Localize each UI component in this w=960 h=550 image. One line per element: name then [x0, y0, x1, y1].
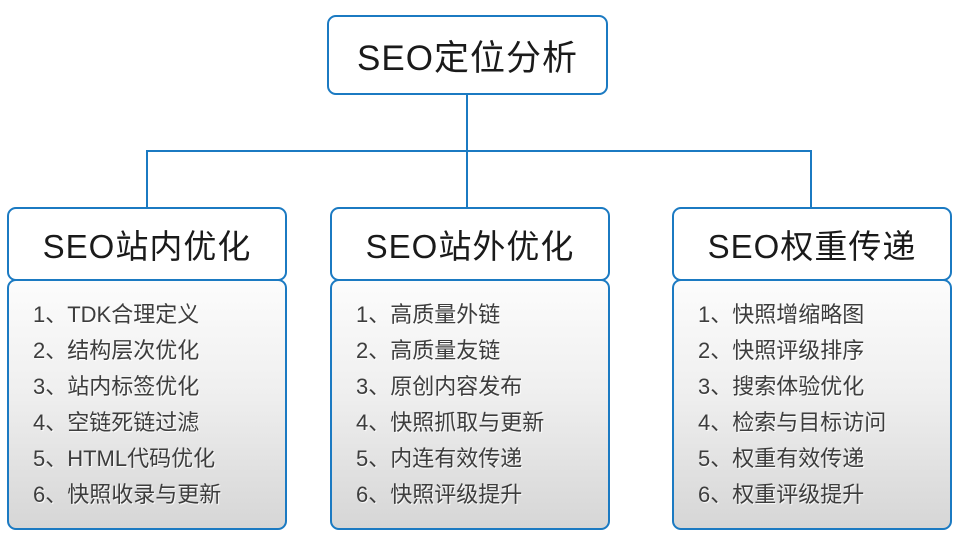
- branch-header-onsite: SEO站内优化: [7, 207, 287, 281]
- list-item: 2、结构层次优化: [33, 338, 200, 363]
- list-item: 4、快照抓取与更新: [356, 410, 545, 435]
- list-item: 2、高质量友链: [356, 338, 501, 363]
- list-item: 4、空链死链过滤: [33, 410, 200, 435]
- connector-drop-line-onsite: [146, 150, 148, 208]
- list-item: 1、高质量外链: [356, 302, 501, 327]
- list-item: 5、内连有效传递: [356, 446, 523, 471]
- root-node-seo-positioning-analysis: SEO定位分析: [327, 15, 608, 95]
- branch-offsite-optimization: SEO站外优化 1、高质量外链 2、高质量友链 3、原创内容发布 4、快照抓取与…: [330, 207, 610, 530]
- branch-header-weight: SEO权重传递: [672, 207, 952, 281]
- connector-cross-line: [146, 150, 812, 152]
- list-item: 3、搜索体验优化: [698, 374, 865, 399]
- connector-stem-line: [466, 95, 468, 152]
- branch-list-offsite: 1、高质量外链 2、高质量友链 3、原创内容发布 4、快照抓取与更新 5、内连有…: [330, 279, 610, 530]
- branch-title: SEO站内优化: [42, 228, 252, 265]
- list-item: 1、快照增缩略图: [698, 302, 865, 327]
- list-item: 6、快照评级提升: [356, 482, 523, 507]
- list-item: 6、权重评级提升: [698, 482, 865, 507]
- branch-list-onsite: 1、TDK合理定义 2、结构层次优化 3、站内标签优化 4、空链死链过滤 5、H…: [7, 279, 287, 530]
- branch-list-weight: 1、快照增缩略图 2、快照评级排序 3、搜索体验优化 4、检索与目标访问 5、权…: [672, 279, 952, 530]
- branch-header-offsite: SEO站外优化: [330, 207, 610, 281]
- root-node-title: SEO定位分析: [357, 38, 578, 78]
- list-item: 5、权重有效传递: [698, 446, 865, 471]
- connector-drop-line-offsite: [466, 150, 468, 208]
- list-item: 4、检索与目标访问: [698, 410, 887, 435]
- list-item: 3、原创内容发布: [356, 374, 523, 399]
- branch-onsite-optimization: SEO站内优化 1、TDK合理定义 2、结构层次优化 3、站内标签优化 4、空链…: [7, 207, 287, 530]
- connector-drop-line-weight: [810, 150, 812, 208]
- list-item: 1、TDK合理定义: [33, 302, 200, 327]
- list-item: 3、站内标签优化: [33, 374, 200, 399]
- list-item: 2、快照评级排序: [698, 338, 865, 363]
- list-item: 5、HTML代码优化: [33, 446, 216, 471]
- branch-title: SEO权重传递: [707, 228, 917, 265]
- list-item: 6、快照收录与更新: [33, 482, 222, 507]
- branch-title: SEO站外优化: [365, 228, 575, 265]
- branch-weight-transfer: SEO权重传递 1、快照增缩略图 2、快照评级排序 3、搜索体验优化 4、检索与…: [672, 207, 952, 530]
